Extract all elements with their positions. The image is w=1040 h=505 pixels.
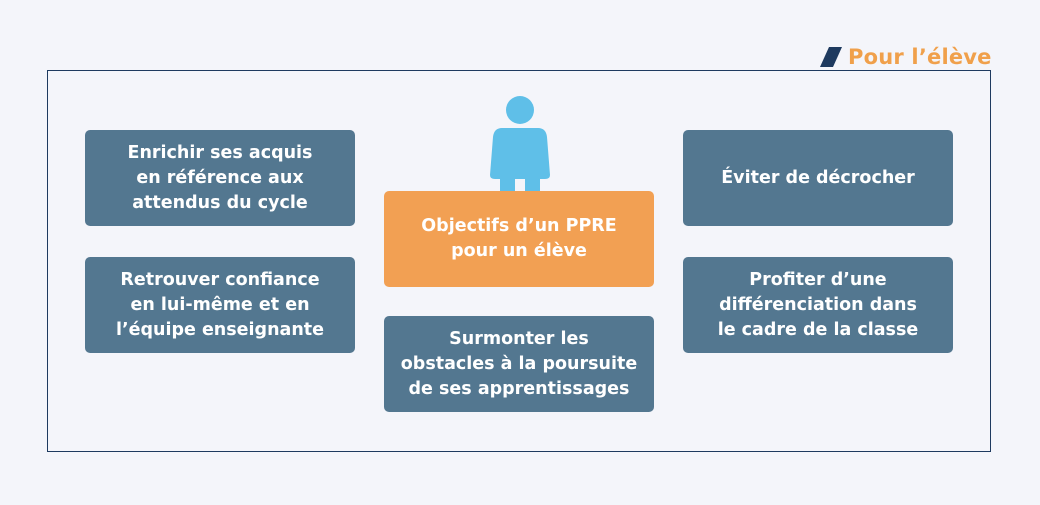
person-icon — [490, 96, 550, 191]
goal-enrichir-acquis: Enrichir ses acquis en référence aux att… — [85, 130, 355, 226]
goal-label: Surmonter les obstacles à la poursuite d… — [400, 328, 638, 399]
section-label: Pour l’élève — [820, 42, 992, 72]
central-objective-label: Objectifs d’un PPRE pour un élève — [421, 216, 617, 261]
goal-profiter-differenciation: Profiter d’une différenciation dans le c… — [683, 257, 953, 353]
goal-retrouver-confiance: Retrouver confiance en lui-même et en l’… — [85, 257, 355, 353]
goal-label: Profiter d’une différenciation dans le c… — [717, 269, 919, 340]
goal-label: Éviter de décrocher — [721, 167, 915, 188]
section-title: Pour l’élève — [848, 45, 992, 69]
goal-label: Retrouver confiance en lui-même et en l’… — [115, 269, 325, 340]
goal-eviter-decrocher: Éviter de décrocher — [683, 130, 953, 226]
goal-surmonter-obstacles: Surmonter les obstacles à la poursuite d… — [384, 316, 654, 412]
slash-icon — [820, 47, 842, 67]
goal-label: Enrichir ses acquis en référence aux att… — [127, 142, 313, 213]
central-objective: Objectifs d’un PPRE pour un élève — [384, 191, 654, 287]
